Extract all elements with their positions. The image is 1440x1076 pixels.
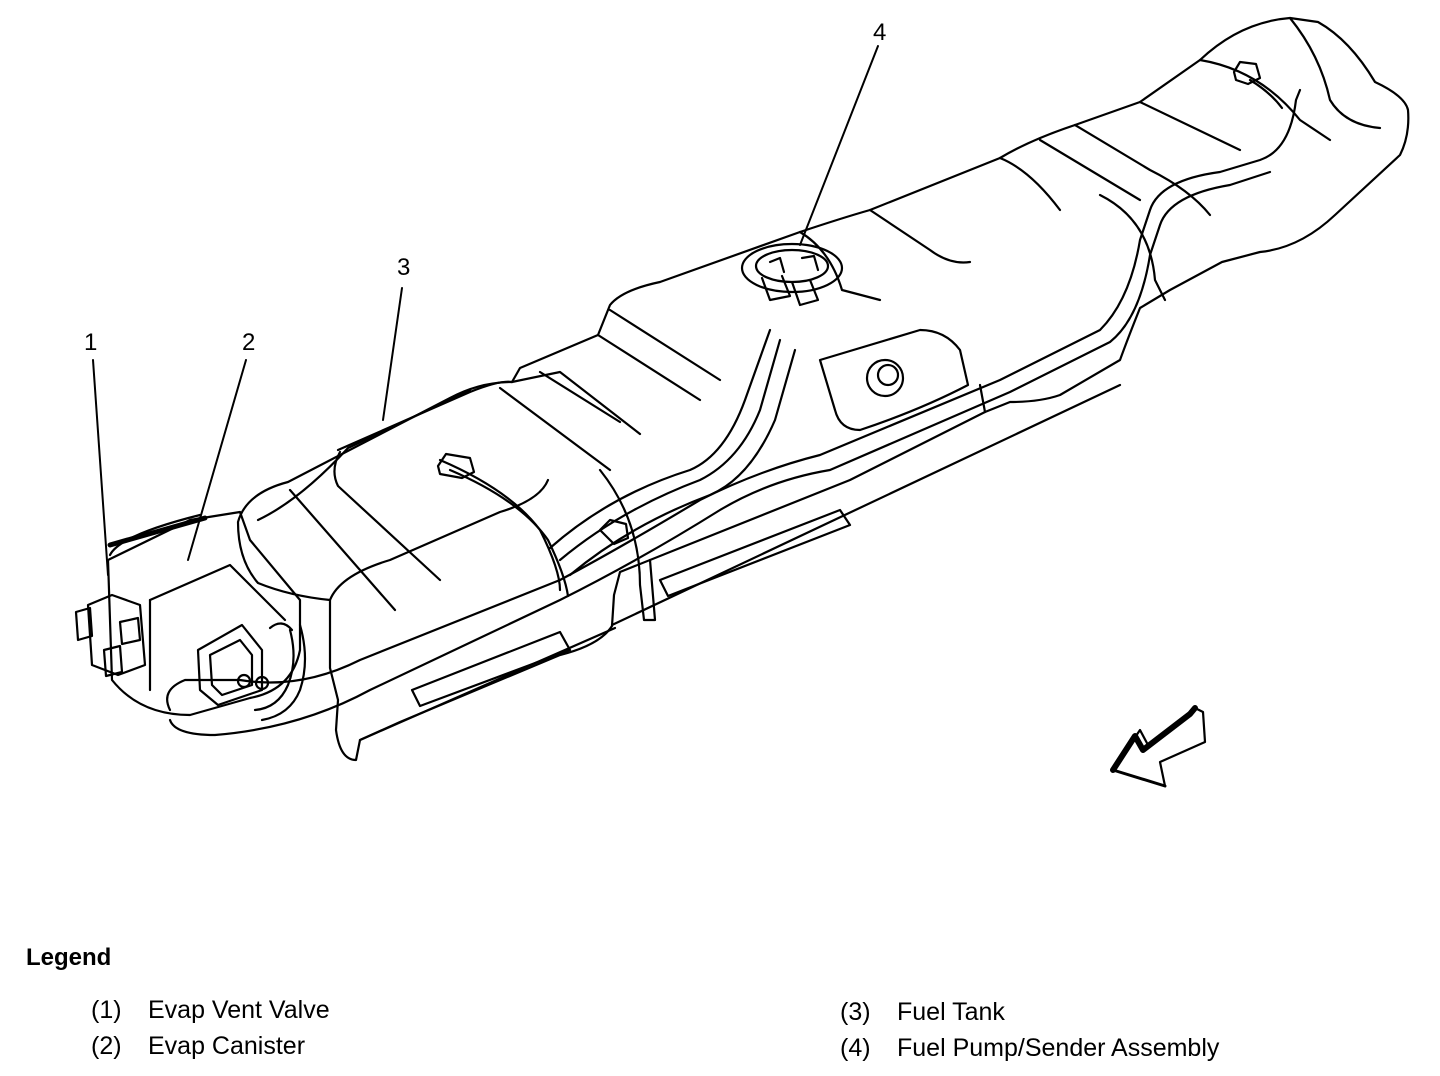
leader-1 (92, 359, 109, 576)
callout-leaders (92, 45, 879, 576)
leader-3 (382, 287, 403, 421)
callout-2: 2 (242, 329, 256, 356)
callout-4: 4 (873, 19, 887, 46)
legend-item-3: (3) Fuel Tank (840, 998, 1005, 1026)
callout-3: 3 (397, 254, 411, 281)
legend-label: Evap Canister (148, 1032, 306, 1060)
fuel-pump-sender (740, 242, 844, 307)
legend-num: (1) (91, 996, 122, 1024)
forward-arrow (1110, 705, 1207, 788)
leader-4 (799, 45, 879, 246)
leader-2 (187, 359, 247, 561)
fuel-lines (166, 78, 1302, 737)
legend-num: (4) (840, 1034, 871, 1062)
purge-connector (196, 622, 294, 707)
legend-label: Evap Vent Valve (148, 996, 330, 1024)
legend-label: Fuel Tank (897, 998, 1005, 1026)
evap-canister (106, 510, 302, 717)
fuel-tank (236, 16, 1410, 762)
legend-item-4: (4) Fuel Pump/Sender Assembly (840, 1034, 1219, 1062)
legend-item-2: (2) Evap Canister (91, 1032, 305, 1060)
legend-item-1: (1) Evap Vent Valve (91, 996, 330, 1024)
evap-vent-valve (74, 593, 147, 678)
legend-title: Legend (26, 944, 112, 971)
legend-label: Fuel Pump/Sender Assembly (897, 1034, 1220, 1062)
legend-num: (2) (91, 1032, 122, 1060)
legend-num: (3) (840, 998, 871, 1026)
fuel-tank-diagram (74, 16, 1410, 788)
callout-1: 1 (84, 329, 98, 356)
electrical-connectors (436, 60, 1262, 546)
